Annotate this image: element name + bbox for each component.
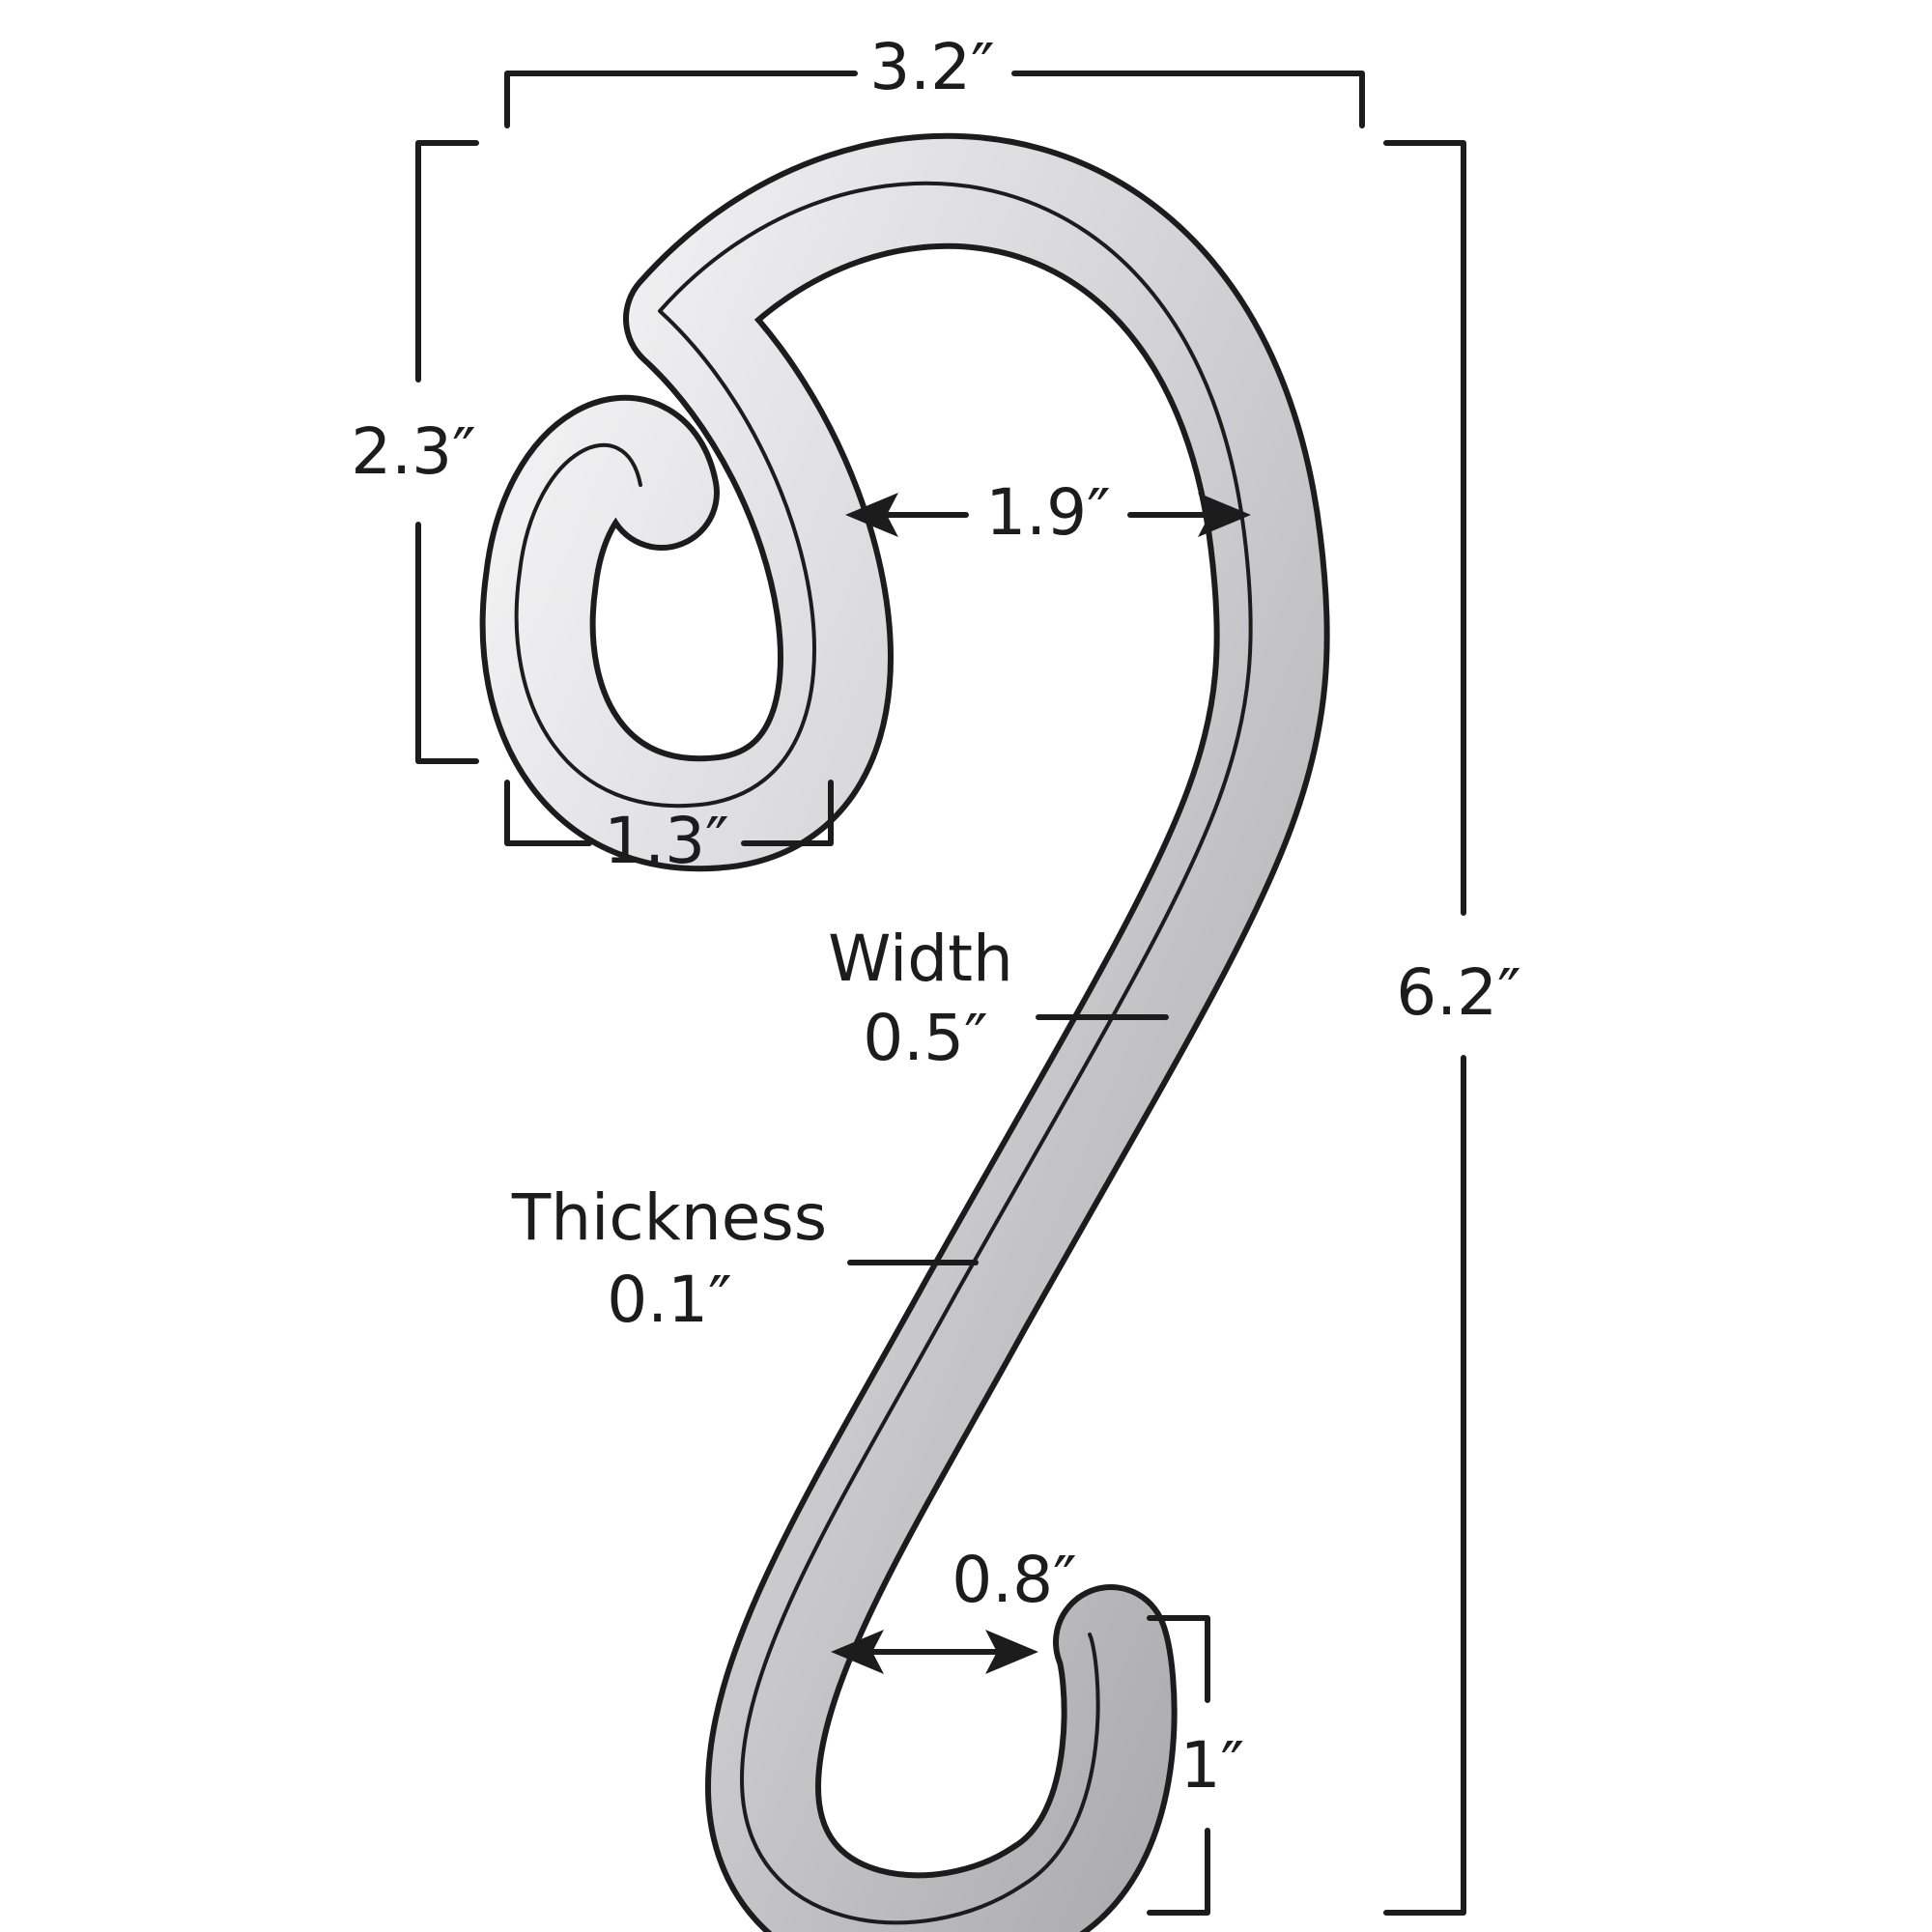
top-curl-height-label: 2.3″ (351, 414, 476, 489)
overall-height-label: 6.2″ (1396, 955, 1521, 1030)
dimension-strip-thickness: Thickness 0.1″ (511, 1180, 979, 1337)
dimension-overall-height: 6.2″ (1383, 140, 1521, 1916)
s-hook-drawing (479, 132, 1330, 1932)
dimension-overall-width: 3.2″ (504, 30, 1365, 128)
arrow-right-icon (1198, 493, 1251, 537)
arrow-right-icon (985, 1630, 1038, 1674)
bottom-opening-label: 0.8″ (952, 1543, 1077, 1617)
hook-body-surface (485, 138, 1324, 1932)
hook-thickness-edge (514, 181, 1253, 1925)
dimension-top-opening: 1.9″ (845, 475, 1251, 550)
dimension-top-curl-height: 2.3″ (351, 140, 479, 764)
dimension-strip-width: Width 0.5″ (828, 922, 1169, 1075)
thickness-value: 0.1″ (607, 1263, 732, 1337)
top-opening-label: 1.9″ (985, 475, 1111, 550)
width-value: 0.5″ (863, 1001, 988, 1075)
dimension-bottom-curl-height: 1″ (1147, 1615, 1245, 1916)
top-curl-width-label: 1.3″ (604, 804, 729, 878)
width-label: Width (828, 922, 1013, 996)
arrow-left-icon (831, 1630, 884, 1674)
thickness-label: Thickness (511, 1180, 827, 1255)
overall-width-label: 3.2″ (869, 30, 995, 104)
bottom-curl-height-label: 1″ (1180, 1728, 1245, 1803)
dimension-bottom-opening: 0.8″ (831, 1543, 1077, 1674)
arrow-left-icon (845, 493, 898, 537)
dimension-top-curl-width: 1.3″ (504, 780, 834, 878)
